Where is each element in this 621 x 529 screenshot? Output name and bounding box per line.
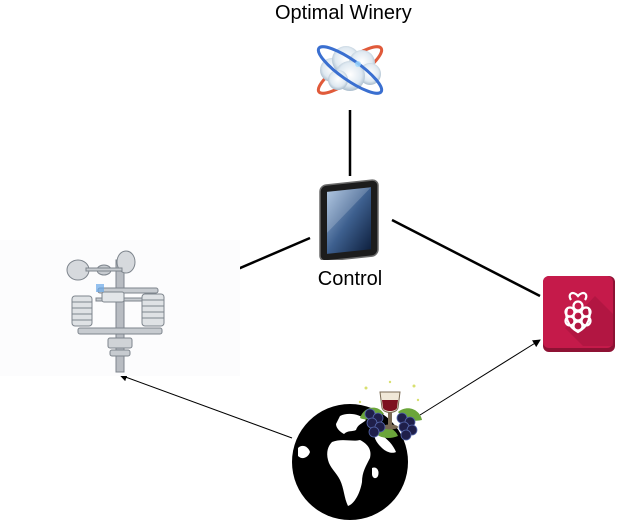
cloud-node[interactable] [310,36,390,102]
tablet-icon [319,179,379,262]
diagram-title: Optimal Winery [275,2,412,24]
grapes-node [354,378,426,446]
grapes-wine-icon [358,380,422,441]
raspberry-pi-icon [543,276,615,352]
weather-station-node[interactable] [0,240,240,376]
edge-globe-raspberry-pi [419,339,541,416]
weather-station-icon [66,250,165,373]
tablet-node[interactable] [316,178,384,262]
edge-globe-weather-station [119,373,293,439]
edge-tablet-raspberry-pi [391,218,541,298]
control-label: Control [317,268,383,290]
raspberry-pi-node[interactable] [543,276,615,352]
cloud-orbit-icon [316,45,384,95]
